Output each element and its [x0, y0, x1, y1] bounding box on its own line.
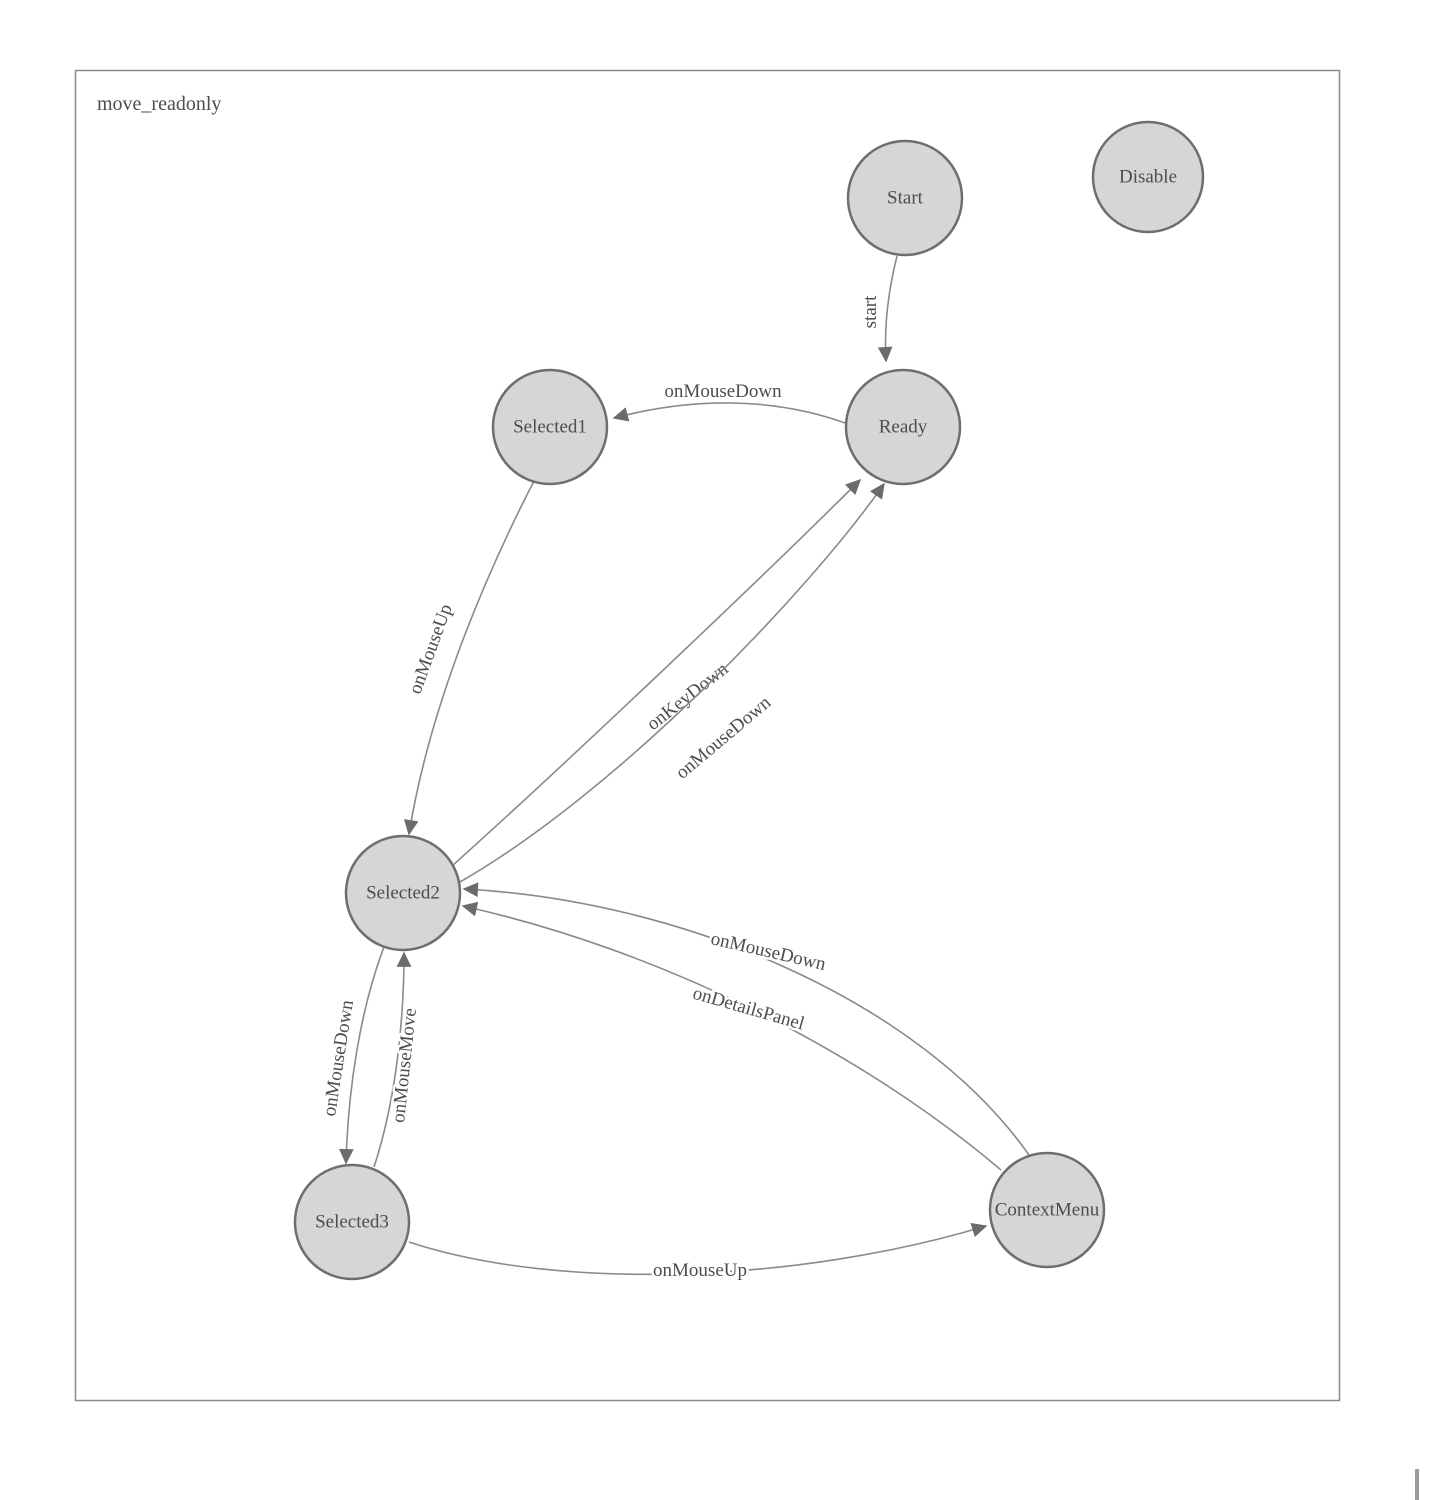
edge-label-ready-to-selected1: onMouseDown [664, 381, 782, 402]
node-selected2[interactable]: Selected2 [344, 834, 462, 952]
scrollbar-fragment[interactable] [1415, 1469, 1419, 1500]
edge-selected2-to-selected3[interactable] [339, 946, 385, 1165]
edge-contextmenu-to-selected2-mouse[interactable] [462, 882, 1030, 1156]
node-selected1[interactable]: Selected1 [491, 368, 609, 486]
node-label-contextmenu: ContextMenu [995, 1200, 1100, 1221]
diagram-title: move_readonly [97, 93, 221, 115]
node-circle-selected3[interactable] [293, 1163, 411, 1281]
edge-selected3-to-contextmenu[interactable] [408, 1222, 988, 1276]
node-disable[interactable]: Disable [1091, 120, 1205, 234]
node-circle-selected2[interactable] [344, 834, 462, 952]
node-label-selected1: Selected1 [513, 417, 587, 438]
node-label-start: Start [887, 188, 924, 209]
edge-selected3-to-selected2[interactable] [373, 951, 412, 1168]
node-label-disable: Disable [1119, 167, 1177, 188]
node-selected3[interactable]: Selected3 [293, 1163, 411, 1281]
node-circle-contextmenu[interactable] [988, 1151, 1106, 1269]
edge-ready-to-selected1[interactable] [612, 402, 849, 425]
node-circle-ready[interactable] [844, 368, 962, 486]
node-label-ready: Ready [879, 417, 928, 438]
edge-selected1-to-selected2[interactable] [403, 480, 535, 836]
edge-label-selected3-to-contextmenu: onMouseUp [653, 1260, 747, 1281]
edge-contextmenu-to-selected2-details[interactable] [461, 901, 1002, 1171]
node-contextmenu[interactable]: ContextMenu [988, 1151, 1106, 1269]
node-start[interactable]: Start [846, 139, 964, 257]
edge-start-to-ready[interactable] [877, 255, 898, 363]
edge-selected2-to-ready-mouse[interactable] [459, 482, 885, 883]
node-circle-selected1[interactable] [491, 368, 609, 486]
edge-selected2-to-ready-key[interactable] [451, 478, 862, 867]
node-circle-start[interactable] [846, 139, 964, 257]
node-label-selected2: Selected2 [366, 883, 440, 904]
node-label-selected3: Selected3 [315, 1212, 389, 1233]
diagram-frame [74, 69, 1341, 1402]
edge-label-start-to-ready: start [860, 295, 881, 328]
node-ready[interactable]: Ready [844, 368, 962, 486]
node-circle-disable[interactable] [1091, 120, 1205, 234]
